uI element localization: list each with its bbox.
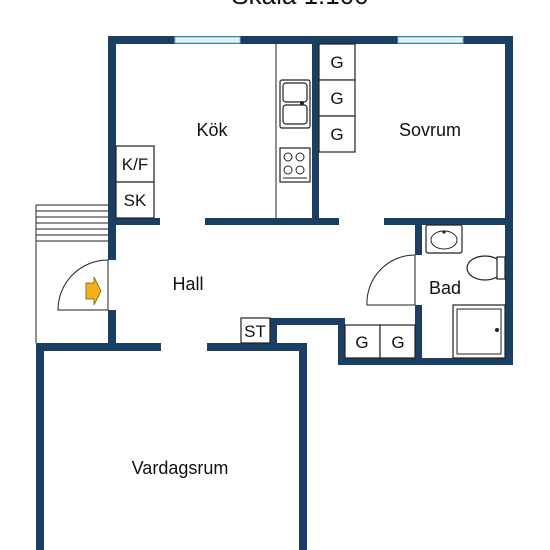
room-label-hall: Hall	[172, 274, 203, 294]
cabinet-label: SK	[124, 191, 147, 210]
toilet-icon	[466, 255, 506, 281]
walls	[36, 36, 513, 550]
bedroom-window	[397, 36, 464, 44]
shower-icon	[452, 304, 506, 359]
wardrobe-label: G	[330, 53, 343, 72]
stove-icon	[279, 147, 311, 183]
entrance-door	[57, 259, 109, 311]
plan-title: Skala 1:100	[231, 0, 368, 10]
fridge-freezer: K/F	[115, 145, 155, 183]
wardrobe-label: G	[391, 333, 404, 352]
entrance-arrow-icon	[85, 276, 102, 306]
stairs	[35, 204, 108, 343]
room-label-bedroom: Sovrum	[399, 120, 461, 140]
bedroom-wardrobes: G G G	[318, 43, 356, 153]
room-label-kitchen: Kök	[196, 120, 228, 140]
sink-icon	[279, 79, 311, 129]
fridge-freezer-label: K/F	[122, 155, 148, 174]
washbasin-icon	[425, 224, 463, 254]
bathroom-door	[366, 254, 416, 306]
closet-label: ST	[244, 322, 266, 341]
wardrobe-label: G	[355, 333, 368, 352]
wardrobe-label: G	[330, 89, 343, 108]
hall-wardrobes: G G	[344, 324, 416, 359]
closet: ST	[240, 317, 271, 344]
cabinet: SK	[115, 181, 155, 219]
kitchen-counter	[275, 44, 311, 218]
wardrobe-label: G	[330, 125, 343, 144]
kitchen-window	[174, 36, 241, 44]
room-label-living: Vardagsrum	[132, 458, 229, 478]
room-label-bath: Bad	[429, 278, 461, 298]
